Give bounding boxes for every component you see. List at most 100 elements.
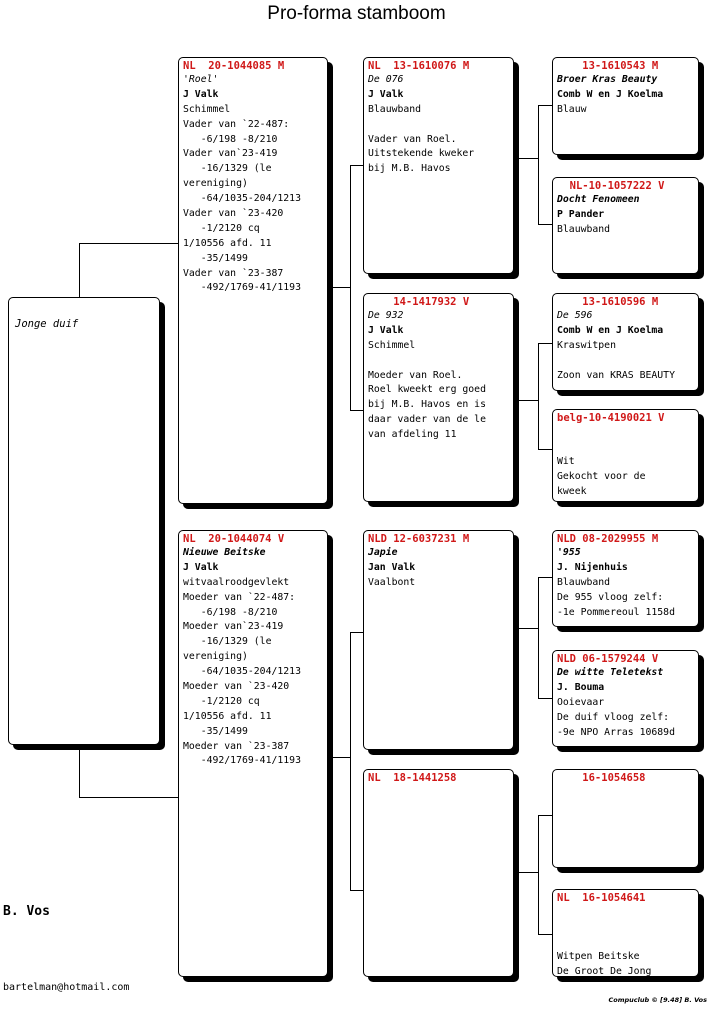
detail-line	[557, 425, 694, 440]
grandmother-paternal-ring-number: 14-1417932 V	[368, 296, 470, 308]
detail-line	[557, 935, 694, 950]
connector	[538, 815, 539, 934]
detail-line: kweek	[557, 485, 587, 497]
connector	[350, 632, 363, 633]
detail-line: bij M.B. Havos en is	[368, 399, 486, 411]
detail-line: P Pander	[557, 208, 605, 220]
great-grandparent-card-7[interactable]: 16-1054658	[552, 769, 699, 868]
detail-line: Ooievaar	[557, 696, 605, 708]
detail-line: van afdeling 11	[368, 429, 457, 441]
detail-line: Japie	[368, 547, 398, 558]
grandmother-maternal-ring-number: NL 18-1441258	[368, 772, 457, 784]
detail-line: Moeder van `22-487:	[183, 591, 296, 603]
detail-line: Broer Kras Beauty	[557, 74, 658, 85]
connector	[538, 698, 552, 699]
subject-name: Jonge duif	[15, 318, 79, 330]
detail-line: -35/1499	[183, 725, 248, 737]
detail-line	[368, 354, 509, 369]
detail-line: -1/2120 cq	[183, 222, 260, 234]
detail-line: -64/1035-204/1213	[183, 666, 301, 678]
page-title: Pro-forma stamboom	[267, 3, 446, 24]
detail-line: Witpen Beitske	[557, 950, 640, 962]
detail-line: -9e NPO Arras 10689d	[557, 726, 675, 738]
detail-line: vereniging)	[183, 651, 248, 663]
detail-line: -64/1035-204/1213	[183, 193, 301, 205]
detail-line: J Valk	[368, 88, 404, 100]
grandmother-maternal-card[interactable]: NL 18-1441258	[363, 769, 514, 977]
detail-line: 1/10556 afd. 11	[183, 710, 272, 722]
detail-line: -35/1499	[183, 252, 248, 264]
detail-line: 'Roel'	[183, 74, 219, 85]
detail-line: -6/198 -8/210	[183, 606, 278, 618]
detail-line: De Groot De Jong	[557, 965, 652, 977]
detail-line	[557, 920, 694, 935]
email-address: bartelman@hotmail.com	[3, 982, 130, 993]
subject-card[interactable]: Jonge duif	[8, 297, 160, 745]
detail-line: J Valk	[183, 88, 219, 100]
great-grandparent-8-details: Witpen Beitske De Groot De Jong	[557, 905, 694, 977]
detail-line: J Valk	[183, 561, 219, 573]
connector	[79, 243, 178, 244]
detail-line: bij M.B. Havos	[368, 163, 451, 175]
detail-line: Vader van`23-419	[183, 148, 278, 160]
detail-line: -492/1769-41/1193	[183, 282, 301, 294]
detail-line	[557, 354, 694, 369]
detail-line: Blauwband	[368, 103, 422, 115]
detail-line: Vader van `22-487:	[183, 118, 290, 130]
father-ring-number: NL 20-1044085 M	[183, 60, 285, 72]
detail-line: Schimmel	[368, 339, 416, 351]
detail-line: -6/198 -8/210	[183, 133, 278, 145]
detail-line	[368, 118, 509, 133]
great-grandparent-6-ring-number: NLD 06-1579244 V	[557, 653, 659, 665]
detail-line: Moeder van Roel.	[368, 369, 463, 381]
detail-line: Vader van `23-387	[183, 267, 284, 279]
detail-line: Vaalbont	[368, 576, 416, 588]
great-grandparent-4-ring-number: belg-10-4190021 V	[557, 412, 665, 424]
great-grandparent-7-ring-number: 16-1054658	[557, 772, 646, 784]
connector	[516, 400, 538, 401]
detail-line: De 955 vloog zelf:	[557, 591, 664, 603]
grandfather-paternal-ring-number: NL 13-1610076 M	[368, 60, 470, 72]
detail-line: -492/1769-41/1193	[183, 755, 301, 767]
detail-line: Vader van Roel.	[368, 133, 457, 145]
detail-line: Docht Fenomeen	[557, 194, 640, 205]
detail-line: Comb W en J Koelma	[557, 88, 664, 100]
detail-line: Moeder van`23-419	[183, 621, 284, 633]
connector	[350, 165, 363, 166]
detail-line: -1e Pommereoul 1158d	[557, 606, 675, 618]
connector	[516, 628, 538, 629]
detail-line: Comb W en J Koelma	[557, 324, 664, 336]
grandfather-maternal-ring-number: NLD 12-6037231 M	[368, 533, 470, 545]
connector	[350, 165, 351, 410]
connector	[538, 577, 552, 578]
breeder-name: B. Vos	[3, 904, 50, 919]
connector	[350, 410, 363, 411]
detail-line: Schimmel	[183, 103, 231, 115]
detail-line: J Valk	[368, 324, 404, 336]
detail-line: Wit	[557, 455, 575, 467]
mother-ring-number: NL 20-1044074 V	[183, 533, 285, 545]
detail-line: Gekocht voor de	[557, 470, 646, 482]
detail-line: Vader van `23-420	[183, 208, 284, 220]
detail-line: De 932	[368, 310, 404, 321]
footer-credit: Compuclub © [9.48] B. Vos	[608, 996, 708, 1004]
detail-line: De 596	[557, 310, 593, 321]
detail-line: De witte Teletekst	[557, 667, 664, 678]
